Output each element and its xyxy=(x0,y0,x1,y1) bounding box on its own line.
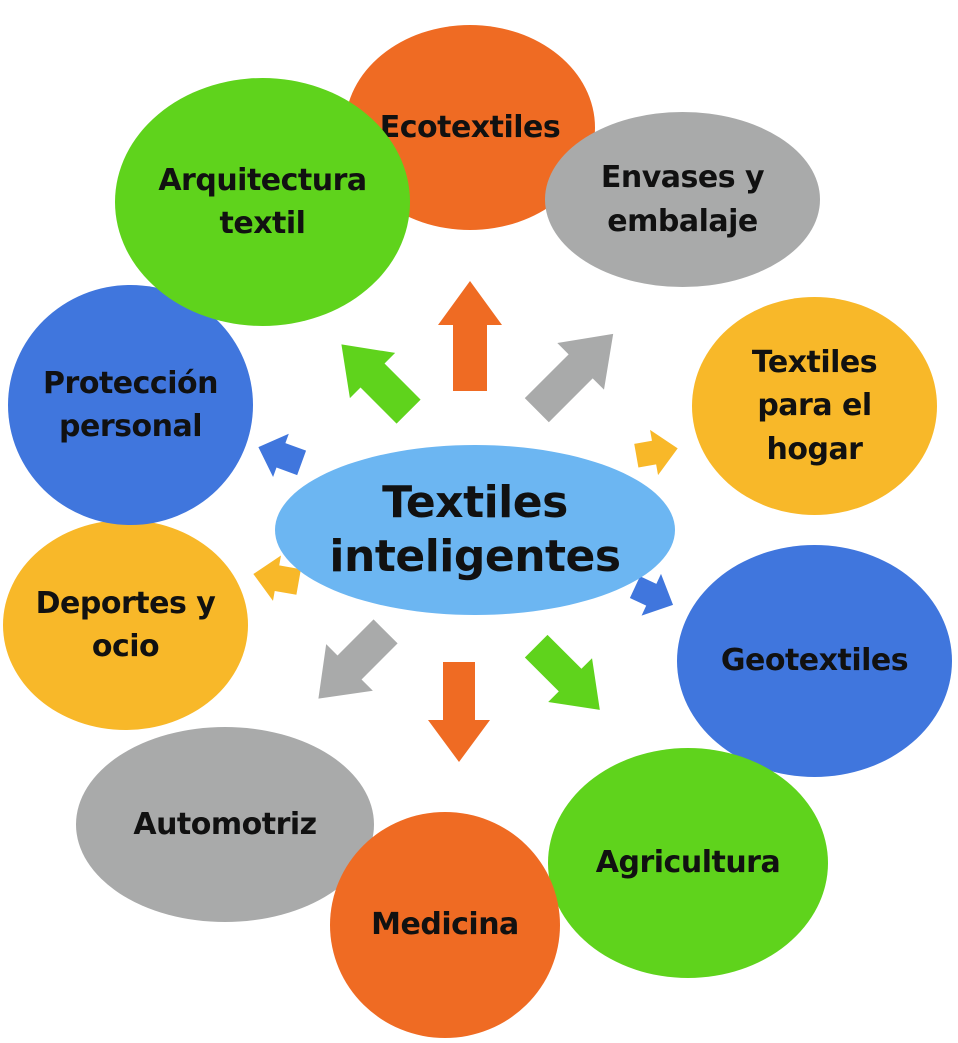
node-deportes: Deportes y ocio xyxy=(3,520,248,730)
node-medicina-label: Medicina xyxy=(371,907,519,943)
center-node: Textiles inteligentes xyxy=(275,445,675,615)
arrow-right-upper xyxy=(634,429,678,476)
node-ecotextiles-label: Ecotextiles xyxy=(379,109,561,145)
arrow-down-left xyxy=(318,619,398,699)
arrow-down xyxy=(428,662,490,762)
arrow-down-right xyxy=(524,634,600,710)
node-proteccion-label: Protección personal xyxy=(43,365,218,445)
node-arquitectura-label: Arquitectura textil xyxy=(158,162,367,242)
node-automotriz-label: Automotriz xyxy=(133,806,317,842)
arrow-up xyxy=(438,281,502,391)
node-envases: Envases y embalaje xyxy=(545,112,820,287)
node-agricultura: Agricultura xyxy=(548,748,828,978)
node-hogar: Textiles para el hogar xyxy=(692,297,937,515)
node-proteccion: Protección personal xyxy=(8,285,253,525)
node-arquitectura: Arquitectura textil xyxy=(115,78,410,326)
arrow-left-lower xyxy=(253,555,301,601)
node-medicina: Medicina xyxy=(330,812,560,1038)
node-deportes-label: Deportes y ocio xyxy=(35,585,216,665)
node-hogar-label: Textiles para el hogar xyxy=(751,344,878,467)
node-geotextiles: Geotextiles xyxy=(677,545,952,777)
center-node-label: Textiles inteligentes xyxy=(329,477,621,582)
node-envases-label: Envases y embalaje xyxy=(600,160,765,239)
node-automotriz: Automotriz xyxy=(76,727,374,922)
arrow-up-left xyxy=(341,344,421,424)
arrow-left-upper xyxy=(258,433,307,477)
arrow-right-lower xyxy=(629,573,674,616)
arrow-up-right xyxy=(524,333,614,423)
node-geotextiles-label: Geotextiles xyxy=(720,643,909,679)
node-agricultura-label: Agricultura xyxy=(595,845,781,881)
